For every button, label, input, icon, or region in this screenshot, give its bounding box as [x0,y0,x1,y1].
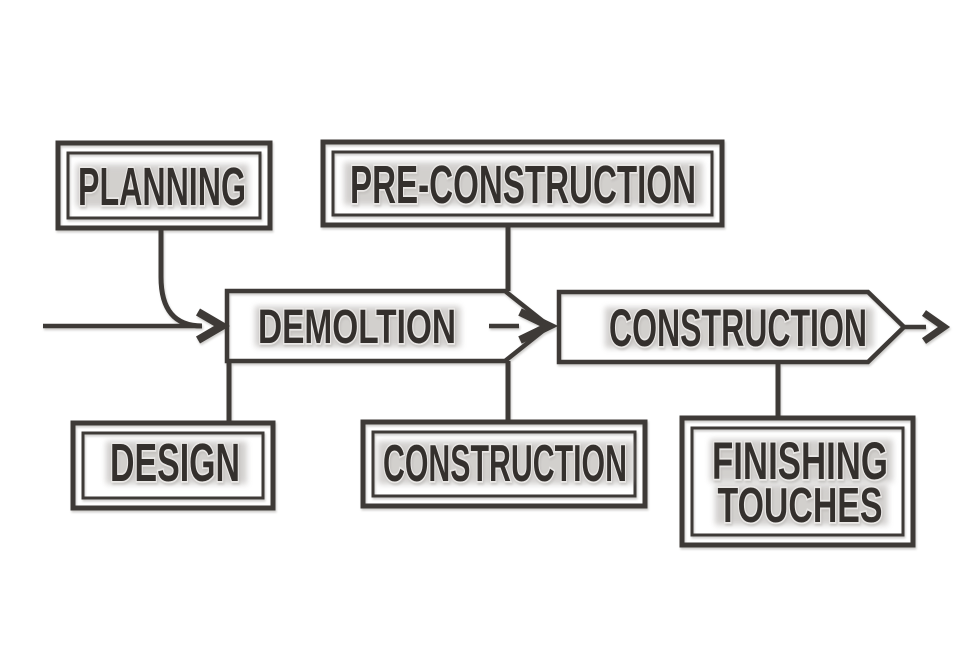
node-construction-main: CONSTRUCTION [556,289,908,365]
node-construction-sub: CONSTRUCTION [360,419,648,509]
pre-construction-shine-band [344,162,702,204]
arrowhead-into-demolition-icon [195,308,230,344]
planning-inner-border [66,151,262,220]
finishing-touches-shine-band-2 [715,484,887,524]
finishing-touches-label-line1: FINISHING [712,432,888,491]
design-label: DESIGN [110,433,240,493]
construction-main-arrow-outline [556,289,908,365]
construction-sub-label: CONSTRUCTION [383,435,627,493]
edges-group [43,225,951,424]
planning-outer-border [55,140,273,231]
design-outer-border [70,420,276,511]
pre-construction-outer-border [320,139,725,228]
node-planning: PLANNING [55,140,273,231]
node-demolition: DEMOLTION [224,288,553,364]
finishing-touches-inner-border [690,426,905,537]
demolition-shine-band [255,306,460,346]
pre-construction-label: PRE-CONSTRUCTION [350,155,696,215]
design-shine-band [106,441,246,483]
node-finishing-touches: FINISHING TOUCHES [679,415,916,548]
planning-shine-band [76,164,248,206]
construction-main-shine-band [605,307,873,347]
node-design: DESIGN [70,420,276,511]
design-inner-border [81,431,265,500]
pre-construction-inner-border [331,150,714,217]
demolition-arrow-outline [224,288,553,364]
finishing-touches-outer-border [679,415,916,548]
construction-sub-outer-border [360,419,648,509]
edge-planning-to-demolition-curve [158,228,203,329]
finishing-touches-shine-band-1 [710,439,892,481]
arrowhead-exit-icon [921,310,951,344]
planning-label: PLANNING [78,157,246,217]
construction-main-label: CONSTRUCTION [609,299,867,358]
node-pre-construction: PRE-CONSTRUCTION [320,139,725,228]
finishing-touches-label-line2: TOUCHES [718,479,883,533]
demolition-label: DEMOLTION [258,301,456,354]
construction-sub-inner-border [371,430,637,498]
construction-sub-shine-band [378,441,633,483]
